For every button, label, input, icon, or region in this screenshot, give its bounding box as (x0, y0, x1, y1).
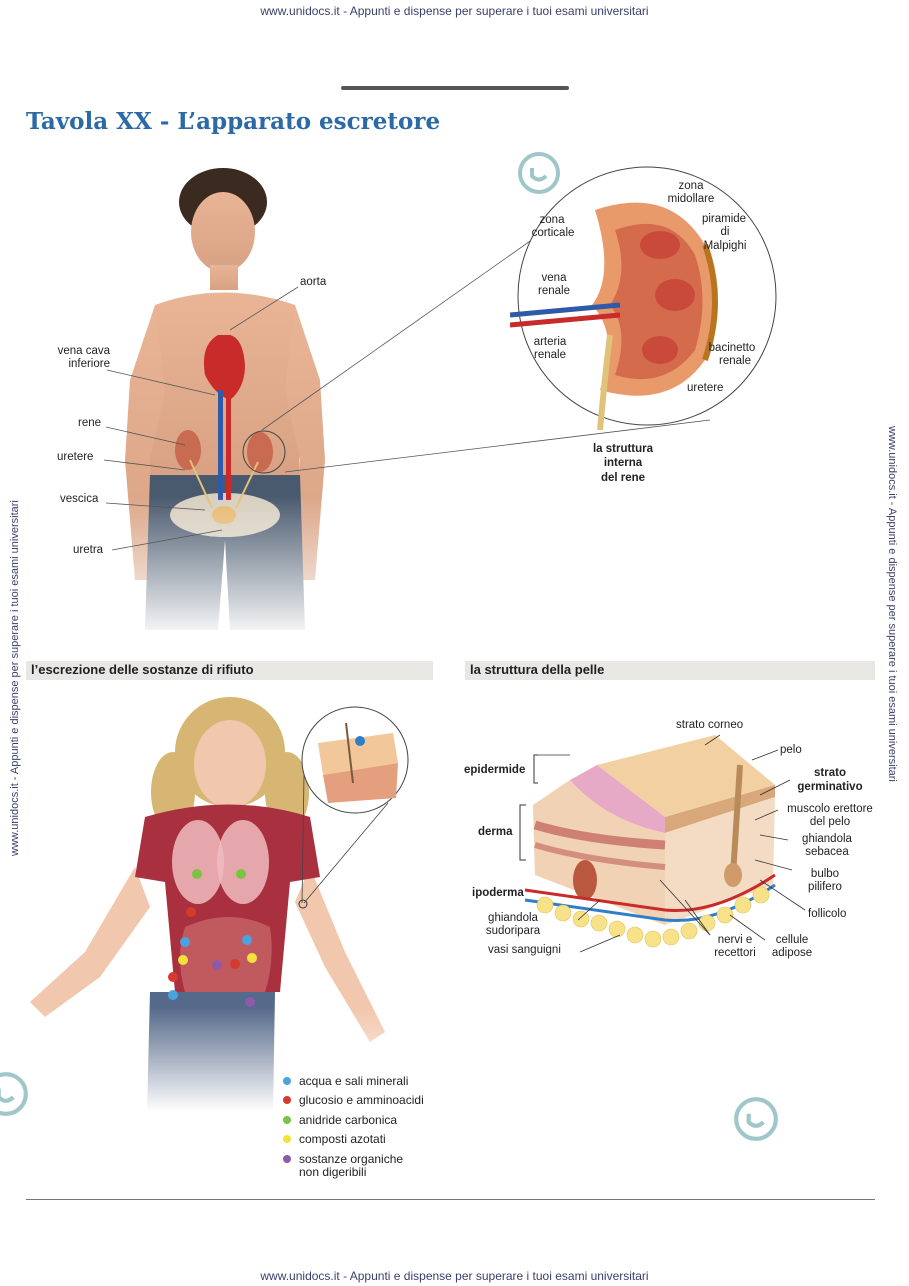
label-ghiandola-seb-2: sebacea (805, 846, 849, 858)
label-vena-renale-2: renale (538, 285, 570, 297)
skin-leader-lines (519, 734, 806, 953)
label-cellule-1: cellule (775, 934, 809, 946)
legend-item-organic-2: non digeribili (299, 1165, 367, 1179)
label-kidney-uretere: uretere (687, 382, 724, 394)
label-zona-corticale-2: corticale (531, 227, 575, 239)
page-title: Tavola XX - L’apparato escretore (26, 108, 441, 135)
label-derma: derma (478, 826, 513, 838)
label-zona-corticale-1: zona (539, 214, 565, 226)
label-strato-germ-2: germinativo (797, 781, 863, 793)
label-vescica: vescica (60, 493, 99, 505)
label-strato-germ-1: strato (814, 767, 846, 779)
label-pelo: pelo (780, 744, 802, 756)
label-ghiandola-sud-2: sudoripara (485, 925, 541, 937)
watermark-logo-icon (518, 152, 560, 194)
kidney-cross-section (510, 166, 777, 430)
kidney-caption-2: interna (603, 457, 643, 469)
label-bulbo-2: pilifero (808, 881, 842, 893)
watermark-top: www.unidocs.it - Appunti e dispense per … (260, 4, 649, 18)
label-ipoderma: ipoderma (472, 887, 524, 899)
label-bulbo-1: bulbo (810, 868, 840, 880)
label-uretra: uretra (73, 544, 104, 556)
kidney-caption-1: la struttura (592, 443, 654, 455)
watermark-logo-icon (734, 1097, 778, 1141)
label-vena-cava-2: inferiore (68, 358, 110, 370)
label-muscolo-2: del pelo (809, 816, 851, 828)
label-vena-renale-1: vena (541, 272, 567, 284)
boy-illustration (100, 160, 340, 640)
legend-item-water: acqua e sali minerali (283, 1075, 408, 1088)
legend-item-co2: anidride carbonica (283, 1114, 397, 1127)
watermark-logo-icon (0, 1072, 28, 1116)
label-nervi-2: recettori (714, 947, 756, 959)
label-piramide-3: Malpighi (703, 240, 747, 252)
label-arteria-renale-2: renale (534, 349, 566, 361)
label-ghiandola-sud-1: ghiandola (488, 912, 538, 924)
top-divider (341, 86, 569, 90)
footer-divider (26, 1199, 875, 1200)
section-title-right: la struttura della pelle (470, 662, 605, 677)
skin-structure-illustration (524, 735, 776, 948)
kidney-caption-3: del rene (600, 472, 646, 484)
skin-zoom-circle (301, 706, 409, 904)
legend-item-organic: sostanze organiche (283, 1153, 403, 1166)
label-bacinetto-2: renale (719, 355, 751, 367)
label-uretere: uretere (57, 451, 94, 463)
label-arteria-renale-1: arteria (533, 336, 567, 348)
label-epidermide: epidermide (464, 764, 526, 776)
label-zona-midollare-2: midollare (667, 193, 715, 205)
label-ghiandola-seb-1: ghiandola (802, 833, 852, 845)
label-piramide-2: di (720, 226, 730, 238)
watermark-bottom: www.unidocs.it - Appunti e dispense per … (260, 1269, 649, 1283)
label-cellule-2: adipose (771, 947, 813, 959)
legend-item-glucose: glucosio e amminoacidi (283, 1094, 424, 1107)
label-nervi-1: nervi e (717, 934, 753, 946)
section-title-left: l’escrezione delle sostanze di rifiuto (31, 662, 254, 677)
label-bacinetto-1: bacinetto (708, 342, 756, 354)
legend-item-nitrogen: composti azotati (283, 1133, 386, 1146)
label-strato-corneo: strato corneo (676, 719, 744, 731)
section-bar-left (26, 661, 433, 680)
label-muscolo-1: muscolo erettore (787, 803, 873, 815)
kidney-connector-lines (103, 219, 711, 551)
kidney-highlight-circle (242, 430, 286, 474)
label-zona-midollare-1: zona (678, 180, 704, 192)
label-vena-cava-1: vena cava (57, 345, 110, 357)
label-aorta: aorta (300, 276, 327, 288)
label-piramide-1: piramide (701, 213, 747, 225)
section-bar-right (465, 661, 875, 680)
label-rene: rene (78, 417, 102, 429)
label-follicolo: follicolo (808, 908, 847, 920)
label-vasi-sanguigni: vasi sanguigni (488, 944, 561, 956)
